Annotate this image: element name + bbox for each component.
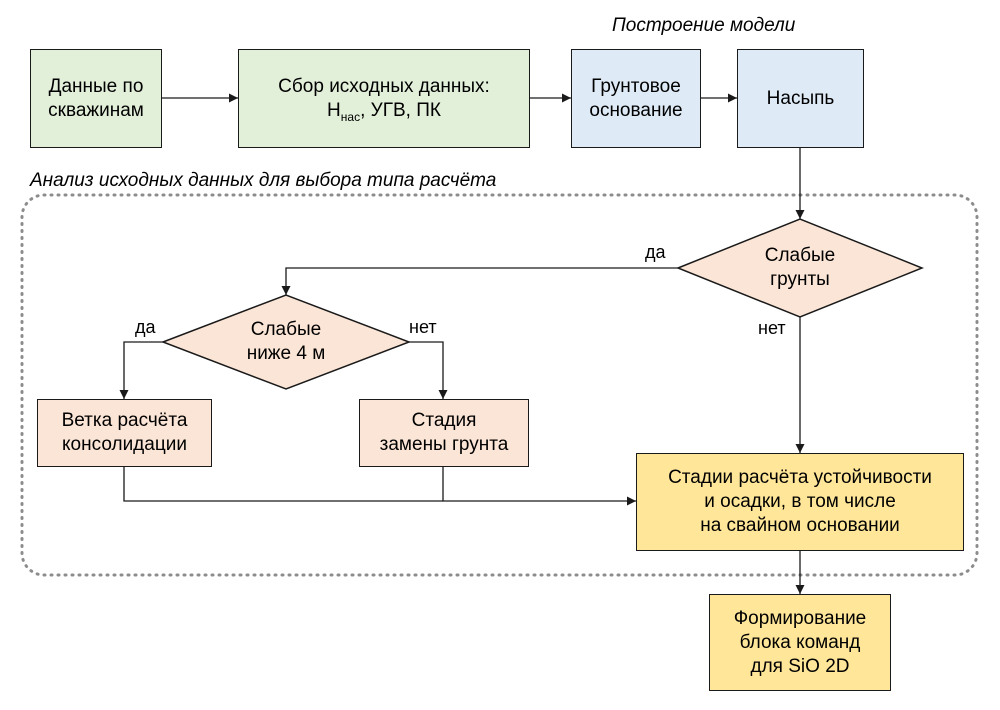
arrow-below4m-yes [119,341,163,399]
h-subscript: нас [340,109,361,124]
weak-below-4m-line-1: Слабые [250,319,322,340]
collect-data-rest: , УГВ, ПК [360,99,441,121]
soil-replacement-line-1: Стадия [411,410,477,431]
line-consolidation-down [123,467,443,502]
arrow-weak-soils-yes [281,267,678,295]
arrow-replacement-to-stability [442,467,636,506]
arrow-below4m-no [409,341,448,399]
analysis-caption: Анализ исходных данных для выбора типа р… [30,170,497,191]
collect-data-box: Сбор исходных данных: Hнас, УГВ, ПК [238,49,530,148]
weak-soils-label: Слабые грунты [718,240,882,296]
embankment-label: Насыпь [766,87,835,109]
stability-stages-box: Стадии расчёта устойчивости и осадки, в … [636,453,964,551]
weak-soils-diamond [675,218,925,318]
consolidation-line-1: Ветка расчёта [61,410,188,431]
weak-below-4m-label: Слабые ниже 4 м [204,314,368,370]
commands-line-2: блока команд [739,631,861,653]
commands-line-3: для SiO 2D [750,655,850,677]
consolidation-line-2: консолидации [62,434,187,455]
commands-line-1: Формирование [733,607,867,629]
collect-data-line-2: Hнас, УГВ, ПК [327,99,441,123]
soil-replacement-line-2: замены грунта [379,434,509,455]
weak-soils-yes-label: да [645,242,666,262]
foundation-line-1: Грунтовое [591,75,681,97]
collect-data-line-1: Сбор исходных данных: [278,75,490,97]
wells-data-box: Данные по скважинам [30,49,162,148]
analysis-group-frame [20,193,979,577]
below-4m-yes-label: да [135,317,156,337]
weak-soils-line-1: Слабые [764,245,836,266]
stability-line-2: и осадки, в том числе [704,491,896,512]
wells-data-line-2: скважинам [48,99,144,121]
commands-box: Формирование блока команд для SiO 2D [709,594,891,691]
weak-below-4m-line-2: ниже 4 м [246,343,326,364]
wells-data-line-1: Данные по [48,75,144,97]
stability-line-3: на свайном основании [700,515,900,536]
below-4m-no-label: нет [409,317,437,337]
model-caption: Построение модели [612,15,796,36]
h-symbol: H [327,99,341,121]
stability-line-1: Стадии расчёта устойчивости [668,467,932,488]
weak-soils-no-label: нет [758,318,786,338]
foundation-line-2: основание [589,99,683,121]
consolidation-box: Ветка расчёта консолидации [37,399,212,467]
embankment-box: Насыпь [737,49,864,148]
soil-replacement-box: Стадия замены грунта [359,399,529,467]
weak-soils-line-2: грунты [770,269,830,290]
foundation-box: Грунтовое основание [571,49,701,148]
